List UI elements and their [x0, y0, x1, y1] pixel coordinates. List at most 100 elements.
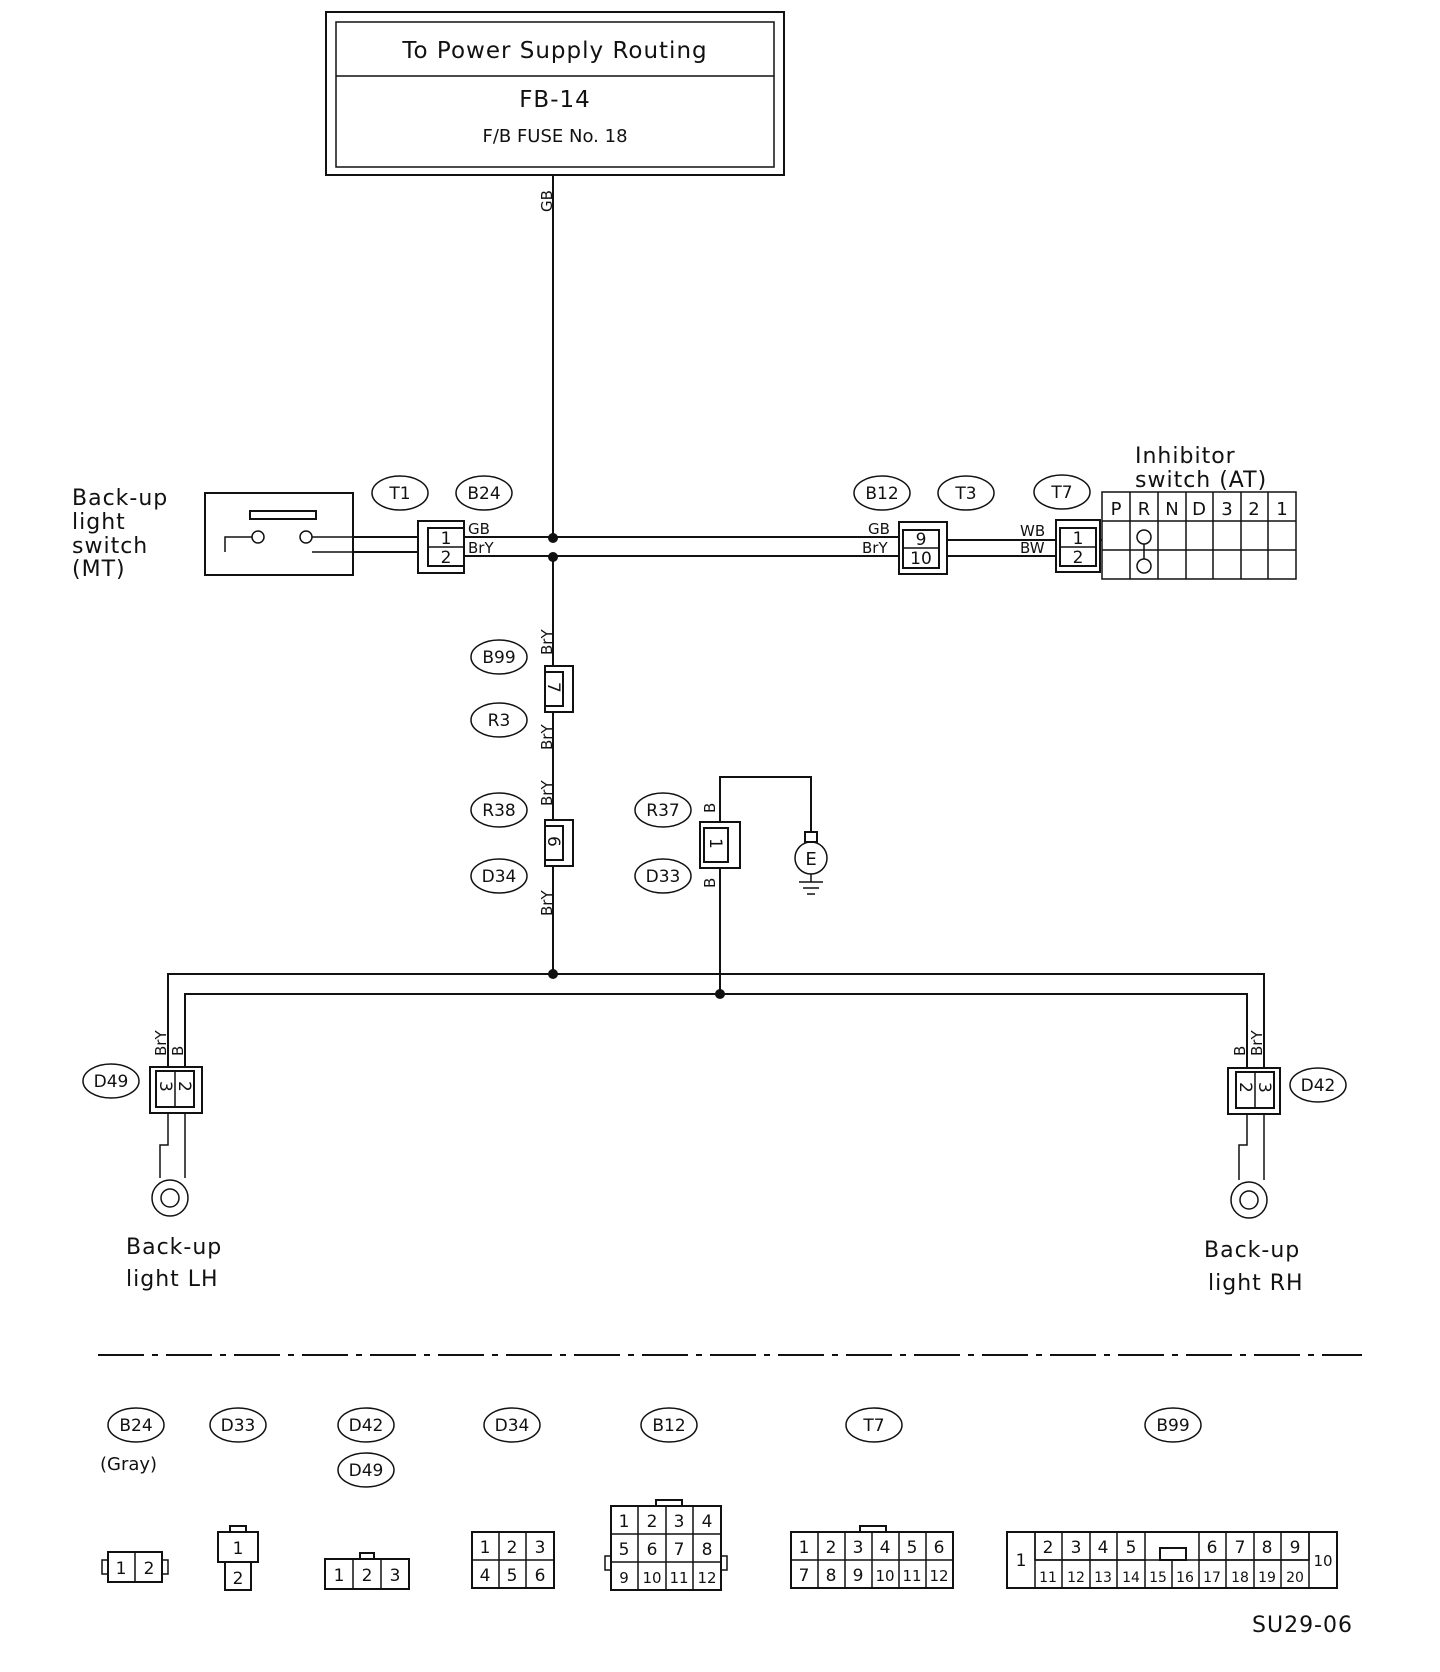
svg-text:2: 2 — [144, 1559, 155, 1579]
svg-text:BrY: BrY — [538, 724, 556, 750]
svg-text:7: 7 — [1235, 1538, 1246, 1558]
svg-text:Back-up: Back-up — [72, 486, 168, 511]
connector-id-d49: D49 — [94, 1072, 129, 1092]
junction-gb — [548, 533, 558, 543]
wire-bry-bus — [167, 973, 1265, 1068]
svg-text:B: B — [169, 1046, 187, 1056]
svg-text:1: 1 — [480, 1538, 491, 1558]
svg-text:light: light — [72, 510, 126, 535]
connector-b12-t3: B12 T3 GB BrY 9 10 — [853, 475, 995, 575]
svg-text:D: D — [1192, 499, 1206, 520]
svg-text:BrY: BrY — [538, 780, 556, 806]
connector-r37-d33: R37 D33 1 — [634, 792, 741, 894]
svg-text:6: 6 — [647, 1540, 658, 1560]
svg-text:14: 14 — [1122, 1570, 1140, 1586]
connector-id-b99: B99 — [482, 648, 515, 668]
backup-light-rh-bulb — [1230, 1181, 1268, 1219]
connector-id-r3: R3 — [488, 711, 511, 731]
svg-text:BrY: BrY — [538, 890, 556, 916]
svg-text:D42: D42 — [349, 1416, 384, 1436]
junction-b-bus — [715, 989, 725, 999]
svg-text:8: 8 — [826, 1566, 837, 1586]
svg-text:switch (AT): switch (AT) — [1135, 468, 1267, 493]
svg-text:3: 3 — [535, 1538, 546, 1558]
svg-text:(Gray): (Gray) — [100, 1454, 157, 1475]
svg-text:12: 12 — [697, 1569, 716, 1587]
svg-text:8: 8 — [1262, 1538, 1273, 1558]
svg-text:1: 1 — [799, 1538, 810, 1558]
svg-text:WB: WB — [1020, 522, 1045, 540]
svg-text:12: 12 — [1067, 1570, 1085, 1586]
svg-text:2: 2 — [362, 1566, 373, 1586]
legend-b12: B12 1 2 3 4 5 6 7 8 9 10 11 12 — [604, 1407, 728, 1591]
svg-text:17: 17 — [1203, 1570, 1221, 1586]
svg-text:2: 2 — [1248, 499, 1259, 520]
svg-text:B: B — [701, 878, 719, 888]
svg-text:1: 1 — [441, 529, 452, 549]
svg-text:BrY: BrY — [862, 539, 888, 557]
svg-text:2: 2 — [647, 1512, 658, 1532]
connector-t7: T7 1 2 — [1033, 474, 1101, 573]
svg-text:11: 11 — [1039, 1570, 1057, 1586]
connector-id-d42: D42 — [1301, 1076, 1336, 1096]
svg-text:6: 6 — [934, 1538, 945, 1558]
svg-text:19: 19 — [1258, 1570, 1276, 1586]
svg-text:7: 7 — [674, 1540, 685, 1560]
svg-text:BW: BW — [1020, 539, 1045, 557]
svg-text:9: 9 — [1290, 1538, 1301, 1558]
figure-code: SU29-06 — [1252, 1613, 1353, 1638]
legend-t7: T7 1 2 3 4 5 6 7 8 9 10 11 12 — [790, 1407, 954, 1589]
svg-text:B12: B12 — [652, 1416, 685, 1436]
svg-text:4: 4 — [480, 1566, 491, 1586]
connector-id-d33: D33 — [646, 867, 681, 887]
svg-text:10: 10 — [910, 549, 932, 569]
svg-text:3: 3 — [1254, 1082, 1274, 1093]
svg-text:20: 20 — [1286, 1570, 1304, 1586]
svg-text:15: 15 — [1149, 1570, 1167, 1586]
svg-text:3: 3 — [674, 1512, 685, 1532]
connector-b99-r3: B99 R3 7 — [470, 639, 574, 738]
connector-r38-d34: R38 D34 6 — [470, 792, 574, 894]
svg-text:P: P — [1111, 499, 1122, 520]
wire-label-gb: GB — [538, 190, 556, 212]
svg-text:9: 9 — [916, 530, 927, 550]
svg-text:2: 2 — [1073, 548, 1084, 568]
svg-text:5: 5 — [1126, 1538, 1137, 1558]
connector-id-b12: B12 — [865, 484, 898, 504]
svg-text:2: 2 — [1235, 1082, 1255, 1093]
svg-text:BrY: BrY — [152, 1030, 170, 1056]
connector-d49: D49 3 2 — [82, 1063, 203, 1114]
svg-text:2: 2 — [1043, 1538, 1054, 1558]
svg-text:1: 1 — [1276, 499, 1287, 520]
legend-d33: D33 1 2 — [209, 1407, 267, 1591]
power-box-fuse: F/B FUSE No. 18 — [482, 126, 627, 147]
junction-bry-bus — [548, 969, 558, 979]
backup-light-switch-mt: Back-up light switch (MT) — [72, 486, 354, 582]
connector-id-t7: T7 — [1050, 483, 1072, 503]
power-box-title: To Power Supply Routing — [401, 38, 707, 64]
svg-text:11: 11 — [902, 1567, 921, 1585]
svg-text:6: 6 — [1207, 1538, 1218, 1558]
svg-text:1: 1 — [705, 838, 725, 849]
backup-light-rh-label: Back-up — [1204, 1238, 1300, 1263]
svg-text:light LH: light LH — [126, 1267, 219, 1292]
svg-text:2: 2 — [174, 1081, 194, 1092]
svg-text:7: 7 — [543, 682, 563, 693]
svg-text:18: 18 — [1231, 1570, 1249, 1586]
svg-text:N: N — [1165, 499, 1178, 520]
svg-text:D34: D34 — [495, 1416, 530, 1436]
svg-text:4: 4 — [702, 1512, 713, 1532]
svg-text:B: B — [701, 803, 719, 813]
connector-id-t1: T1 — [388, 484, 410, 504]
svg-text:D49: D49 — [349, 1461, 384, 1481]
connector-id-b24: B24 — [467, 484, 500, 504]
svg-text:1: 1 — [1073, 529, 1084, 549]
svg-text:2: 2 — [826, 1538, 837, 1558]
svg-text:3: 3 — [155, 1081, 175, 1092]
connector-id-r37: R37 — [646, 801, 679, 821]
ground-symbol: E — [794, 831, 828, 895]
svg-text:B99: B99 — [1156, 1416, 1189, 1436]
svg-text:light RH: light RH — [1208, 1271, 1304, 1296]
connector-id-t3: T3 — [954, 484, 976, 504]
svg-text:12: 12 — [929, 1567, 948, 1585]
